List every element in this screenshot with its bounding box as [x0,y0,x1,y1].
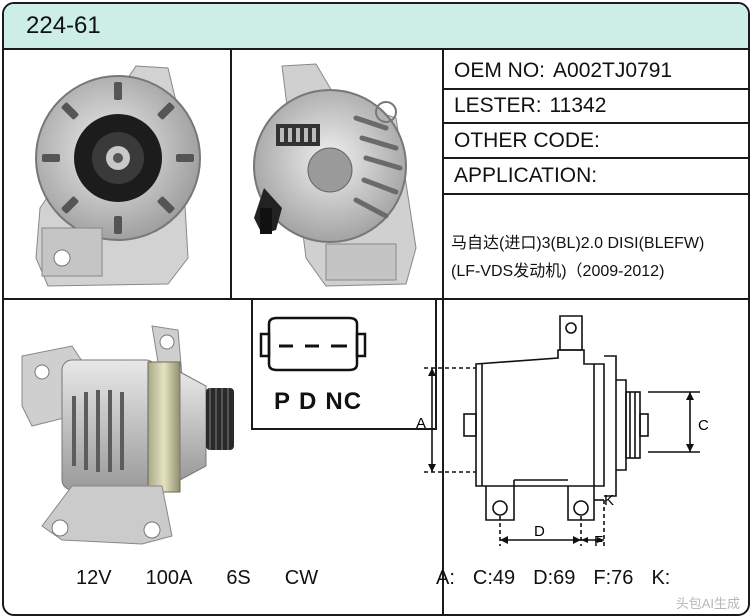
header-bar: 224-61 [4,4,748,50]
alternator-side-image [21,325,234,545]
alternator-rear-image [253,63,417,287]
electrical-specs: 12V 100A 6S CW [76,567,352,590]
lester-value: 11342 [549,94,607,117]
watermark: 头包AI生成 [675,596,740,611]
dimension-drawing: A C D F K [416,315,708,550]
pin-nc-label: NC [325,388,363,415]
dim-label-c: C [698,417,708,434]
dim-label-k: K [604,492,614,509]
other-code-label: OTHER CODE: [454,129,600,152]
lester-row: LESTER: 11342 [454,94,606,118]
dimension-values: A: C:49 D:69 F:76 K: [436,567,688,590]
oem-value: A002TJ0791 [553,59,673,82]
connector-box [251,300,437,430]
row-line-3 [442,157,748,159]
amperage-value: 100A [145,567,193,589]
dim-label-a: A [416,415,426,432]
oem-row: OEM NO: A002TJ0791 [454,59,672,83]
alternator-front-image [35,65,201,287]
voltage-value: 12V [76,567,112,589]
pin-p-label: P [274,388,292,415]
pin-d-label: D [299,388,318,415]
part-code: 224-61 [26,12,101,39]
oem-label: OEM NO: [454,59,546,82]
row-line-4 [442,193,748,195]
application-row: APPLICATION: [454,164,605,188]
other-code-row: OTHER CODE: [454,129,608,153]
dim-d-value: D:69 [533,567,576,589]
dim-label-f: F [594,533,603,550]
lester-label: LESTER: [454,94,542,117]
dim-c-value: C:49 [472,567,516,589]
dim-f-value: F:76 [593,567,634,589]
application-line-2: (LF-VDS发动机)（2009-2012) [451,263,665,280]
row-line-1 [442,88,748,90]
rotation-value: CW [284,567,319,589]
application-label: APPLICATION: [454,164,598,187]
application-line-1: 马自达(进口)3(BL)2.0 DISI(BLEFW) [451,235,705,252]
row-line-2 [442,122,748,124]
dim-a-value: A: [436,567,455,589]
divider-v-left [230,48,232,300]
divider-v-specs [442,48,444,614]
divider-h-middle [4,298,748,300]
connector-icon [259,316,367,372]
grooves-value: 6S [226,567,251,589]
dim-label-d: D [534,523,545,540]
dim-k-value: K: [651,567,671,589]
